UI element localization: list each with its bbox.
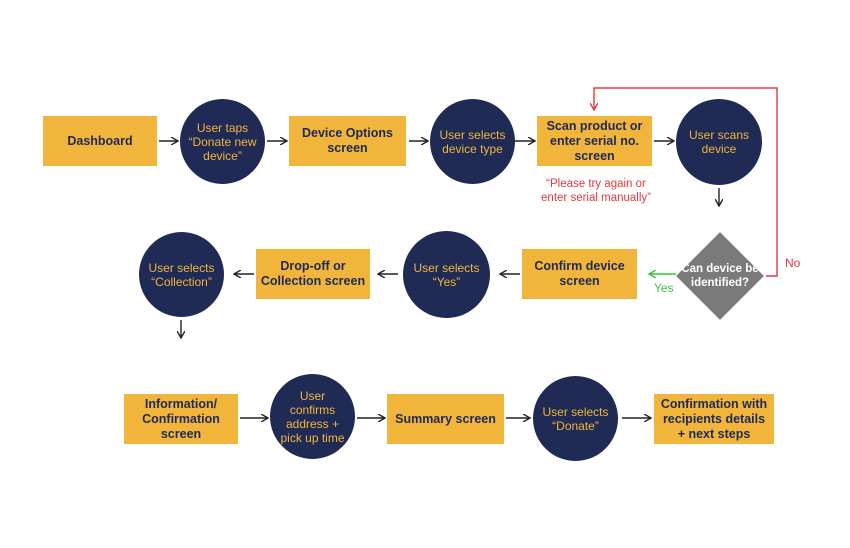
device-options-node: Device Options screen (289, 116, 406, 166)
no-path-line (594, 87, 778, 277)
selects-yes-node: User selects “Yes” (403, 231, 490, 318)
selects-collection-node: User selects “Collection” (139, 232, 224, 317)
selects-donate-node: User selects “Donate” (533, 376, 618, 461)
confirmation-final-node: Confirmation with recipients details + n… (654, 394, 774, 444)
confirms-address-node: User confirms address + pick up time (270, 374, 355, 459)
confirm-device-node: Confirm device screen (522, 249, 637, 299)
no-label: No (785, 256, 801, 270)
selects-type-node: User selects device type (430, 99, 515, 184)
scan-product-node: Scan product or enter serial no. screen (537, 116, 652, 166)
scans-device-node: User scans device (676, 99, 762, 185)
dropoff-collection-node: Drop-off or Collection screen (256, 249, 370, 299)
summary-node: Summary screen (387, 394, 504, 444)
user-taps-node: User taps “Donate new device” (180, 99, 265, 184)
decision-label: Can device be identified? (681, 263, 759, 289)
yes-label: Yes (654, 281, 674, 295)
information-node: Information/ Confirmation screen (124, 394, 238, 444)
retry-message: “Please try again or enter serial manual… (541, 178, 651, 204)
dashboard-node: Dashboard (43, 116, 157, 166)
can-identify-decision: Can device be identified? (676, 232, 764, 320)
